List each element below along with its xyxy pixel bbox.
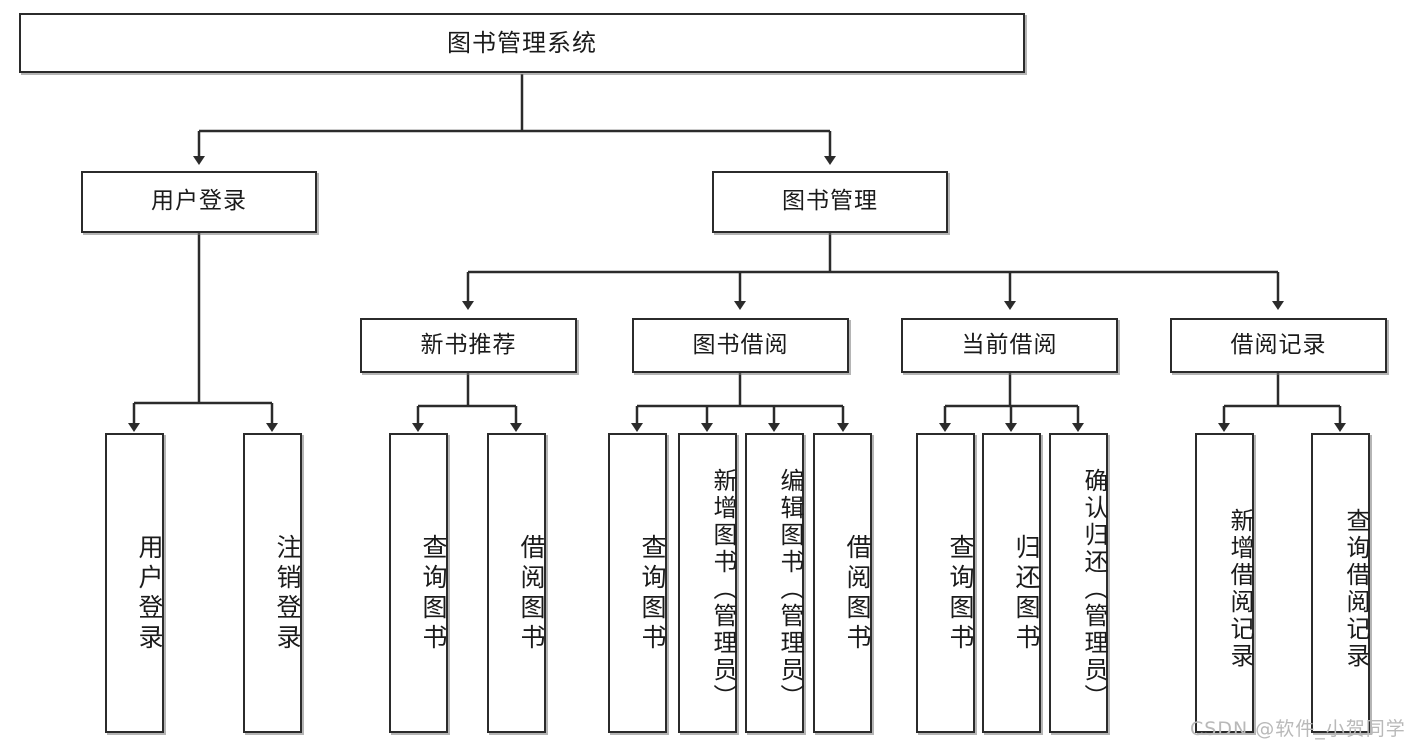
leaf-record-add-borrow-record[interactable]: 新增借阅记录 <box>1195 433 1254 733</box>
leaf-borrow-add-book-admin[interactable]: 新增图书（管理员） <box>678 433 737 733</box>
node-label: 注销登录 <box>273 534 302 654</box>
leaf-borrow-edit-book-admin[interactable]: 编辑图书（管理员） <box>745 433 804 733</box>
leaf-user-login-login[interactable]: 用户登录 <box>105 433 164 733</box>
leaf-current-return-book[interactable]: 归还图书 <box>982 433 1041 733</box>
node-label: 新增图书（管理员） <box>709 467 737 711</box>
leaf-record-query-borrow-record[interactable]: 查询借阅记录 <box>1311 433 1370 733</box>
watermark-csdn: CSDN @软件_小贺同学 <box>1190 718 1405 740</box>
node-label: 编辑图书（管理员） <box>776 467 804 711</box>
node-label: 归还图书 <box>1012 534 1041 654</box>
node-label: 查询图书 <box>419 534 448 654</box>
node-label: 查询图书 <box>946 534 975 654</box>
node-label: 图书借阅 <box>692 331 789 358</box>
leaf-current-query-book[interactable]: 查询图书 <box>916 433 975 733</box>
node-user-login[interactable]: 用户登录 <box>81 171 317 233</box>
leaf-recommend-query-book[interactable]: 查询图书 <box>389 433 448 733</box>
leaf-current-confirm-return-admin[interactable]: 确认归还（管理员） <box>1049 433 1108 733</box>
node-label: 用户登录 <box>135 534 164 654</box>
node-root-book-management-system[interactable]: 图书管理系统 <box>19 13 1025 73</box>
leaf-borrow-borrow-book[interactable]: 借阅图书 <box>813 433 872 733</box>
node-label: 查询图书 <box>638 534 667 654</box>
node-borrow-record[interactable]: 借阅记录 <box>1170 318 1387 373</box>
node-label: 确认归还（管理员） <box>1080 467 1108 711</box>
node-label: 查询借阅记录 <box>1342 508 1370 670</box>
node-label: 新书推荐 <box>420 331 517 358</box>
node-label: 借阅图书 <box>517 534 546 654</box>
node-label: 图书管理系统 <box>447 28 597 57</box>
node-new-book-recommend[interactable]: 新书推荐 <box>360 318 577 373</box>
node-book-borrow[interactable]: 图书借阅 <box>632 318 849 373</box>
node-label: 新增借阅记录 <box>1226 508 1254 670</box>
node-label: 图书管理 <box>782 188 878 215</box>
node-label: 用户登录 <box>151 188 247 215</box>
leaf-recommend-borrow-book[interactable]: 借阅图书 <box>487 433 546 733</box>
node-book-management[interactable]: 图书管理 <box>712 171 948 233</box>
node-label: 当前借阅 <box>961 331 1058 358</box>
node-label: 借阅记录 <box>1230 331 1327 358</box>
leaf-borrow-query-book[interactable]: 查询图书 <box>608 433 667 733</box>
node-current-borrow[interactable]: 当前借阅 <box>901 318 1118 373</box>
node-label: 借阅图书 <box>843 534 872 654</box>
leaf-user-login-logout[interactable]: 注销登录 <box>243 433 302 733</box>
